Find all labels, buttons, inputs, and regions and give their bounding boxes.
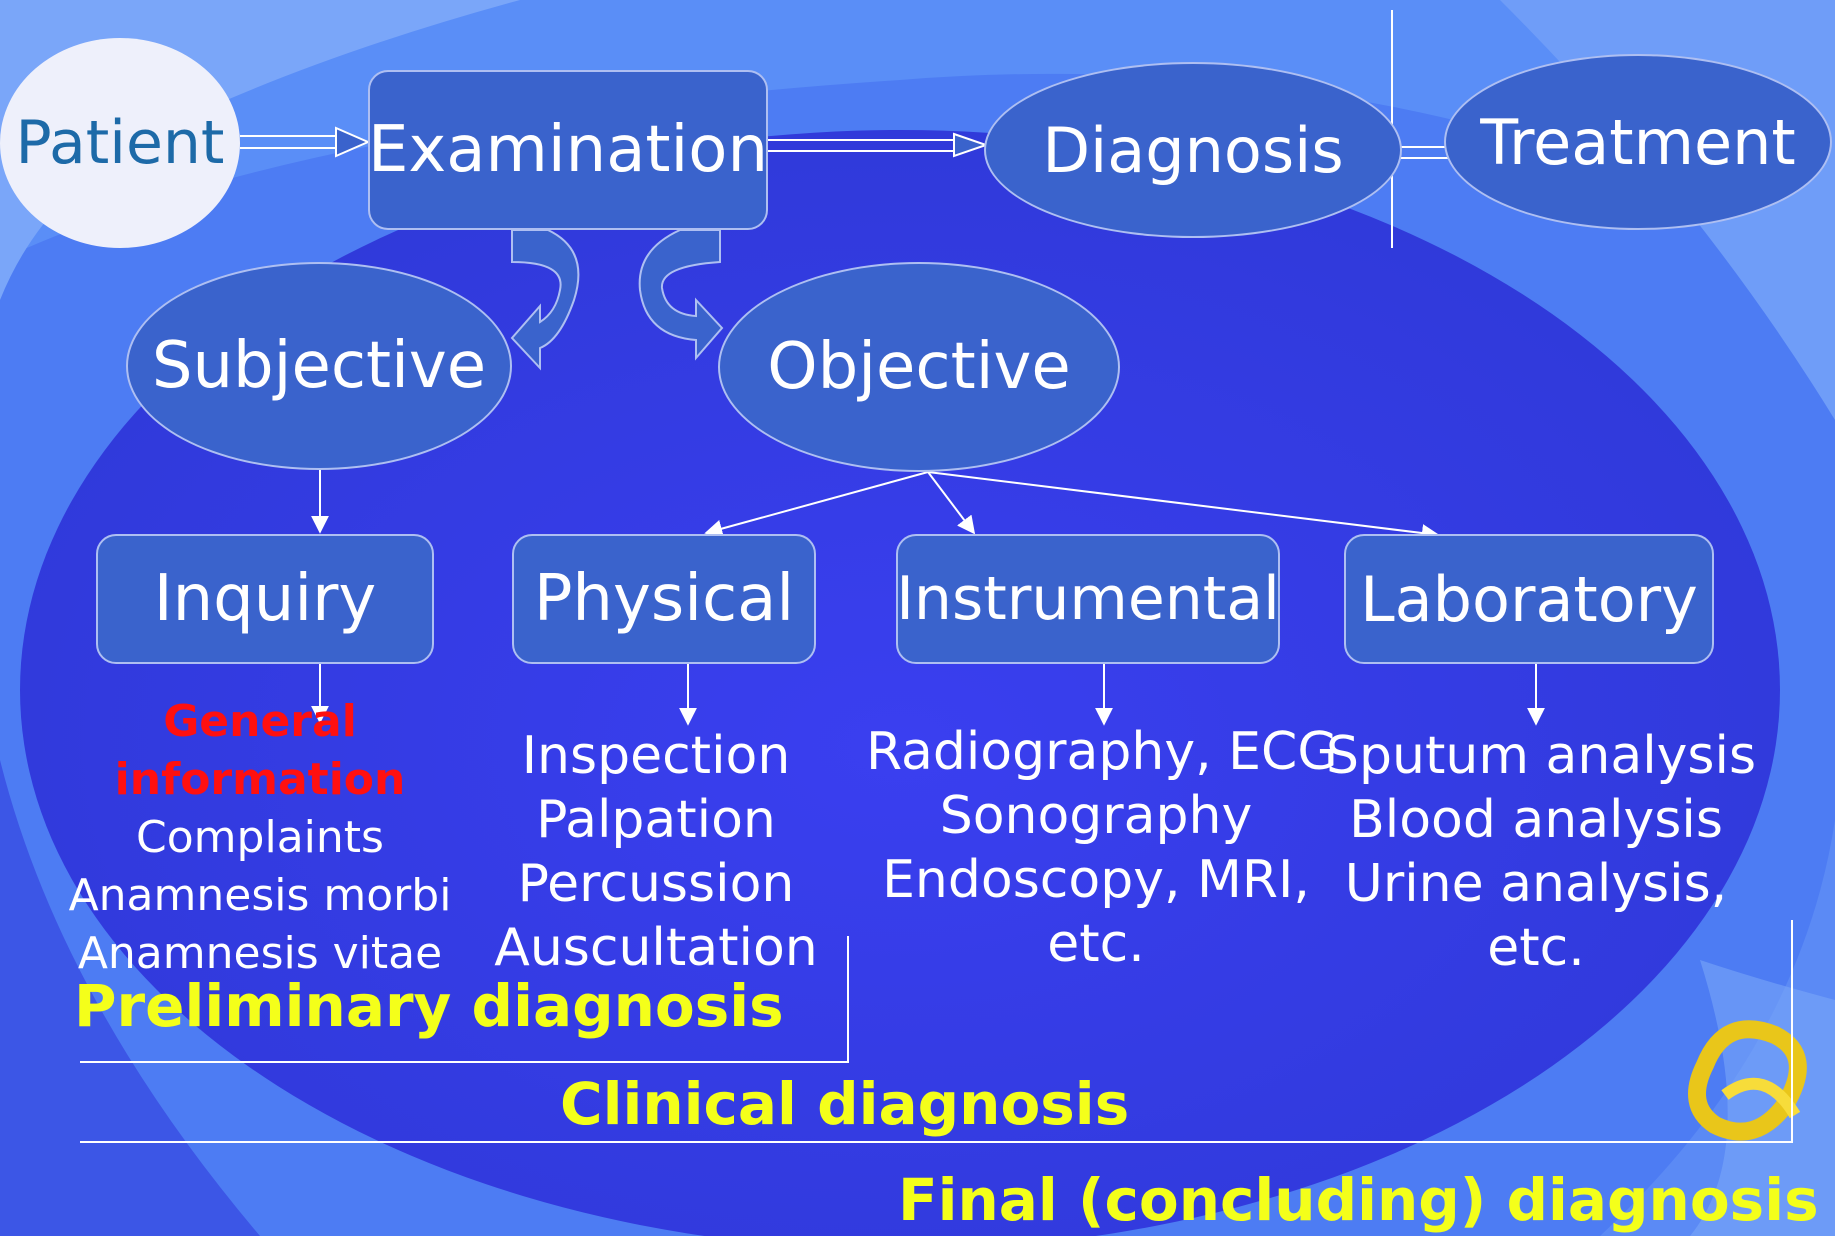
instrumental-item: etc.: [1047, 914, 1145, 974]
inquiry-item-anamnesis-vitae: Anamnesis vitae: [77, 928, 443, 979]
laboratory-items: Sputum analysis Blood analysis Urine ana…: [1326, 726, 1757, 978]
laboratory-node: Laboratory: [1344, 534, 1714, 664]
curved-arrow-to-subjective: [510, 229, 580, 371]
inquiry-node: Inquiry: [96, 534, 434, 664]
physical-item: Inspection: [521, 726, 791, 786]
inquiry-items: General information Complaints Anamnesis…: [60, 700, 460, 976]
physical-item: Palpation: [536, 790, 776, 850]
arrows-objective-methods: [704, 471, 1440, 542]
curved-arrow-to-objective: [638, 229, 724, 361]
arrow-patient-examination: [240, 126, 371, 158]
laboratory-item: Blood analysis: [1349, 790, 1723, 850]
treatment-label: Treatment: [1480, 105, 1796, 179]
physical-node: Physical: [512, 534, 816, 664]
inquiry-item-information: information: [114, 754, 406, 805]
laboratory-label: Laboratory: [1360, 562, 1698, 636]
treatment-node: Treatment: [1444, 54, 1832, 230]
inquiry-label: Inquiry: [153, 562, 377, 636]
instrumental-item: Sonography: [939, 786, 1253, 846]
objective-label: Objective: [767, 330, 1071, 404]
patient-node: Patient: [0, 38, 240, 248]
arrows-method-items: [311, 664, 1545, 726]
diagnosis-label: Diagnosis: [1042, 113, 1344, 187]
instrumental-label: Instrumental: [896, 564, 1280, 634]
objective-node: Objective: [718, 262, 1120, 472]
examination-label: Examination: [367, 113, 769, 187]
inquiry-item-anamnesis-morbi: Anamnesis morbi: [68, 870, 452, 921]
laboratory-item: etc.: [1487, 918, 1585, 978]
subjective-label: Subjective: [151, 329, 487, 403]
instrumental-item: Endoscopy, MRI,: [882, 850, 1310, 910]
preliminary-diagnosis-label: Preliminary diagnosis: [74, 972, 784, 1040]
diagnosis-level-brackets: [80, 920, 1793, 1143]
examination-node: Examination: [368, 70, 768, 230]
arrow-examination-diagnosis: [768, 132, 990, 158]
inquiry-item-complaints: Complaints: [136, 812, 384, 863]
physical-items: Inspection Palpation Percussion Ausculta…: [486, 730, 826, 974]
diagnosis-node: Diagnosis: [984, 62, 1402, 238]
laboratory-item: Sputum analysis: [1326, 726, 1757, 786]
instrumental-item: Radiography, ECG: [866, 722, 1338, 782]
clinical-diagnosis-label: Clinical diagnosis: [560, 1070, 1130, 1138]
subjective-node: Subjective: [126, 262, 512, 470]
knot-logo: [1688, 1020, 1807, 1141]
patient-label: Patient: [15, 108, 225, 178]
physical-item: Percussion: [517, 854, 795, 914]
inquiry-item-general: General: [163, 696, 357, 747]
instrumental-node: Instrumental: [896, 534, 1280, 664]
final-diagnosis-label: Final (concluding) diagnosis: [898, 1166, 1819, 1234]
physical-label: Physical: [533, 562, 795, 636]
laboratory-item: Urine analysis,: [1344, 854, 1728, 914]
physical-item: Auscultation: [494, 918, 818, 978]
instrumental-items: Radiography, ECG Sonography Endoscopy, M…: [866, 722, 1338, 974]
